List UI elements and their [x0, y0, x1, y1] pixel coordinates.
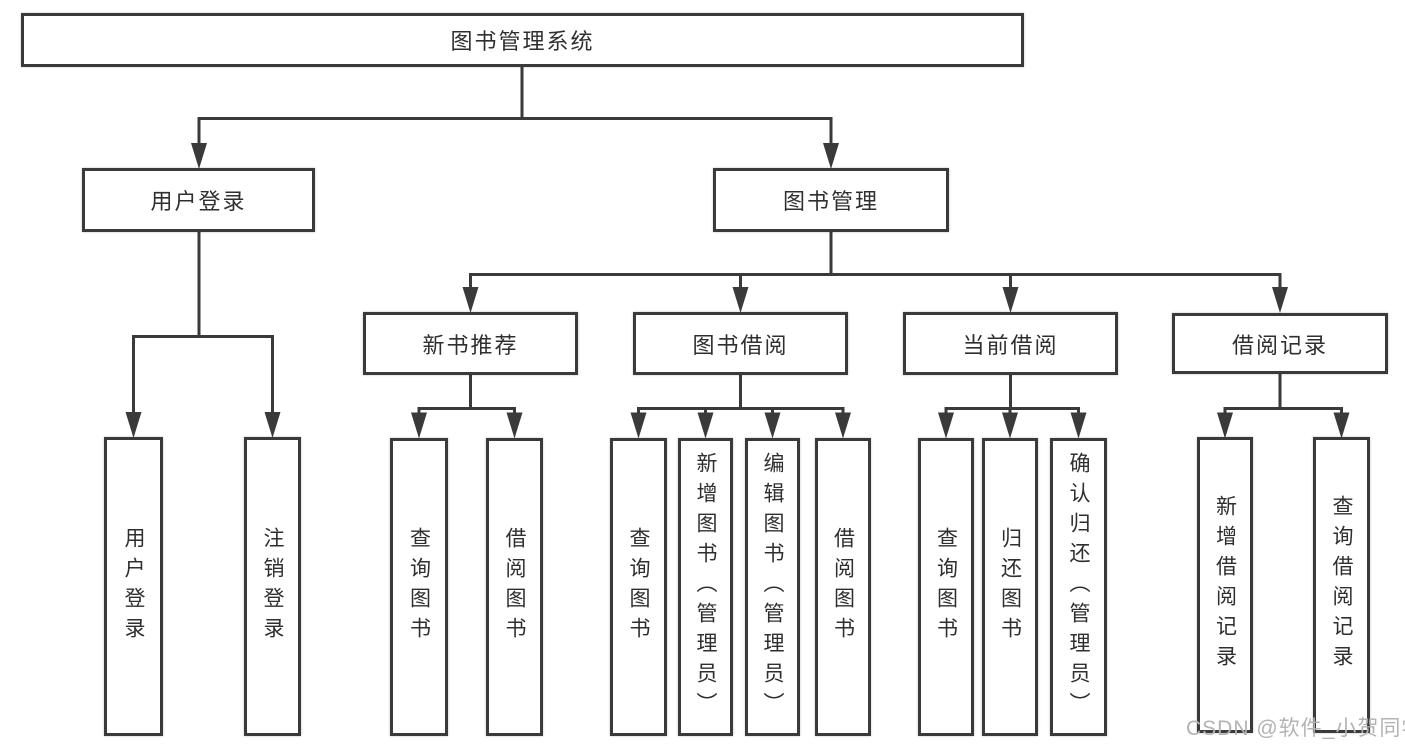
node-borrowing-records: 借阅记录 [1172, 313, 1388, 374]
node-book-borrowing: 图书借阅 [633, 312, 848, 375]
leaf-add-book-admin: 新增图书（管理员） [678, 438, 733, 736]
leaf-query-books-borrowing: 查询图书 [610, 438, 667, 736]
leaf-return-books-label: 归还图书 [998, 527, 1022, 647]
leaf-query-books-current-label: 查询图书 [934, 527, 958, 647]
leaf-logout-label: 注销登录 [261, 526, 284, 647]
leaf-query-books-current: 查询图书 [918, 438, 974, 736]
node-book-borrowing-label: 图书借阅 [692, 332, 789, 358]
node-borrowing-records-label: 借阅记录 [1231, 332, 1328, 358]
leaf-query-books-recommend-label: 查询图书 [407, 527, 431, 647]
leaf-query-borrow-record: 查询借阅记录 [1313, 437, 1370, 733]
leaf-borrow-books: 借阅图书 [815, 438, 871, 736]
leaf-edit-book-admin: 编辑图书（管理员） [745, 438, 800, 736]
node-user-login-label: 用户登录 [150, 189, 247, 214]
node-root: 图书管理系统 [21, 13, 1024, 67]
node-book-management-label: 图书管理 [782, 189, 879, 214]
node-new-book-recommend-label: 新书推荐 [422, 332, 519, 358]
leaf-query-books-recommend: 查询图书 [390, 438, 448, 736]
leaf-borrow-books-label: 借阅图书 [831, 527, 855, 647]
leaf-borrow-books-recommend: 借阅图书 [486, 438, 543, 736]
csdn-watermark: CSDN @软件_小贺同学 [1186, 717, 1405, 740]
leaf-add-book-admin-label: 新增图书（管理员） [694, 452, 717, 722]
leaf-borrow-books-recommend-label: 借阅图书 [503, 527, 526, 647]
leaf-query-borrow-record-label: 查询借阅记录 [1330, 495, 1353, 675]
node-root-label: 图书管理系统 [450, 29, 595, 54]
leaf-add-borrow-record: 新增借阅记录 [1197, 437, 1253, 733]
leaf-edit-book-admin-label: 编辑图书（管理员） [761, 452, 784, 722]
leaf-logout: 注销登录 [244, 437, 301, 736]
node-current-borrowing: 当前借阅 [903, 312, 1118, 375]
leaf-return-books: 归还图书 [982, 438, 1038, 736]
node-current-borrowing-label: 当前借阅 [962, 332, 1059, 358]
node-book-management: 图书管理 [713, 168, 949, 232]
leaf-confirm-return-admin: 确认归还（管理员） [1050, 438, 1107, 736]
leaf-confirm-return-admin-label: 确认归还（管理员） [1067, 452, 1090, 722]
node-new-book-recommend: 新书推荐 [363, 312, 578, 375]
leaf-user-login-label: 用户登录 [122, 526, 145, 647]
leaf-query-books-borrowing-label: 查询图书 [627, 527, 650, 647]
leaf-user-login: 用户登录 [104, 437, 163, 736]
node-user-login: 用户登录 [82, 168, 315, 232]
leaf-add-borrow-record-label: 新增借阅记录 [1213, 495, 1237, 675]
